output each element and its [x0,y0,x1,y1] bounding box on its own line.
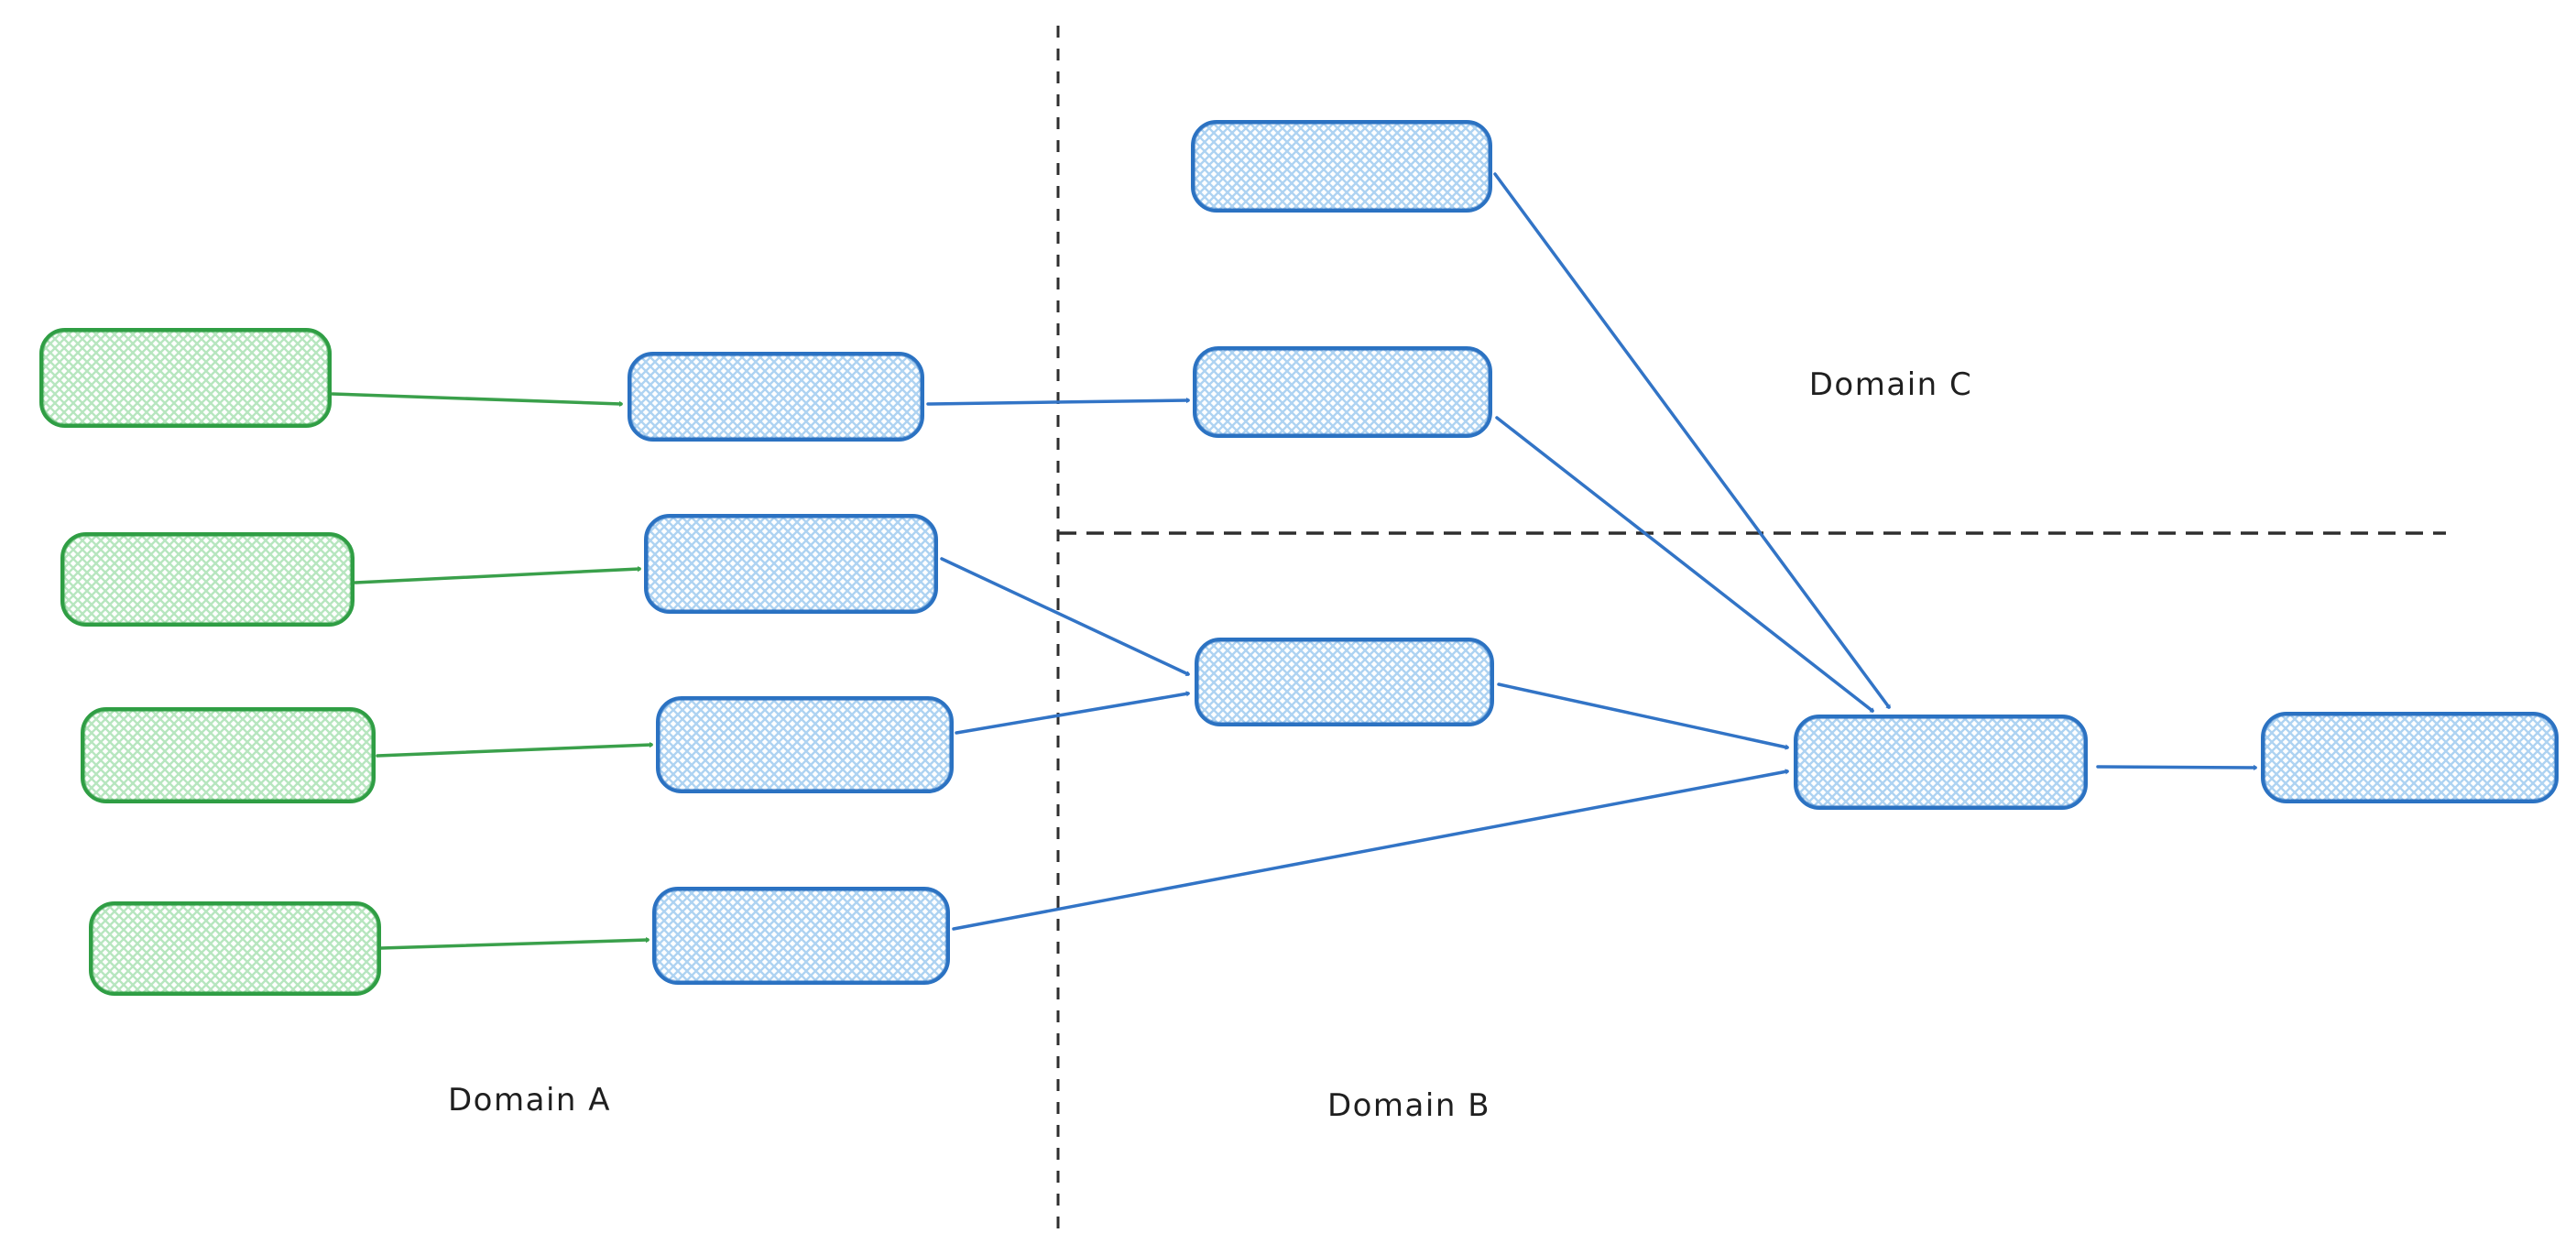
node-rect-inner-blue-a1 [630,355,922,439]
node-rect-green-3 [81,707,376,803]
node-rect-inner-blue-a3 [659,699,951,791]
edge-green-1-to-blue-a1 [331,394,623,404]
node-rect-inner-blue-hub [1796,717,2085,807]
node-rect-inner-blue-sink [2264,715,2556,801]
node-rect-inner-blue-a2 [647,517,935,611]
node-blue-b-top [1193,346,1492,438]
edge-green-3-to-blue-a3 [376,745,653,756]
edge-blue-c-top-to-blue-hub [1493,172,1891,709]
domain-a-label: Domain A [448,1082,611,1119]
node-green-3 [81,707,376,803]
node-rect-inner-green-4 [92,904,378,993]
edge-layer [331,172,2257,948]
node-green-2 [60,532,355,627]
edge-blue-b-top-to-blue-hub [1495,416,1874,713]
node-blue-c-top [1191,120,1492,213]
node-layer [39,120,2559,996]
node-rect-inner-green-2 [63,535,352,624]
label-layer: Domain A Domain B Domain C [448,366,1972,1124]
node-rect-blue-b-top [1193,346,1492,438]
edge-blue-b-mid-to-blue-hub [1497,682,1789,748]
node-rect-blue-a2 [644,514,938,614]
node-green-4 [89,901,381,996]
node-rect-inner-green-3 [83,710,373,801]
node-blue-b-mid [1195,638,1494,726]
node-blue-a3 [656,696,954,793]
edge-blue-a3-to-blue-b-mid [955,693,1190,735]
edge-blue-a4-to-blue-hub [952,771,1789,931]
node-rect-green-2 [60,532,355,627]
edge-green-2-to-blue-a2 [354,569,641,583]
node-rect-blue-a4 [652,887,950,985]
node-rect-blue-a3 [656,696,954,793]
node-rect-inner-green-1 [42,331,329,425]
node-green-1 [39,328,332,428]
node-blue-a2 [644,514,938,614]
node-rect-inner-blue-b-mid [1197,640,1491,724]
node-rect-inner-blue-b-top [1195,349,1490,435]
node-rect-blue-sink [2261,712,2559,803]
node-rect-inner-blue-a4 [655,889,947,982]
node-blue-a1 [628,352,924,442]
node-blue-hub [1794,715,2088,810]
edge-blue-hub-to-blue-sink [2096,767,2257,768]
edge-blue-a2-to-blue-b-mid [940,557,1190,674]
domain-b-label: Domain B [1327,1087,1490,1124]
node-rect-inner-blue-c-top [1194,123,1490,210]
domain-c-label: Domain C [1809,366,1972,403]
node-rect-blue-c-top [1191,120,1492,213]
node-rect-blue-b-mid [1195,638,1494,726]
node-rect-blue-hub [1794,715,2088,810]
node-rect-green-4 [89,901,381,996]
node-blue-a4 [652,887,950,985]
edge-blue-a1-to-blue-b-top [926,400,1190,404]
divider-layer [1056,26,2446,1237]
node-blue-sink [2261,712,2559,803]
edge-green-4-to-blue-a4 [379,940,649,948]
node-rect-blue-a1 [628,352,924,442]
node-rect-green-1 [39,328,332,428]
